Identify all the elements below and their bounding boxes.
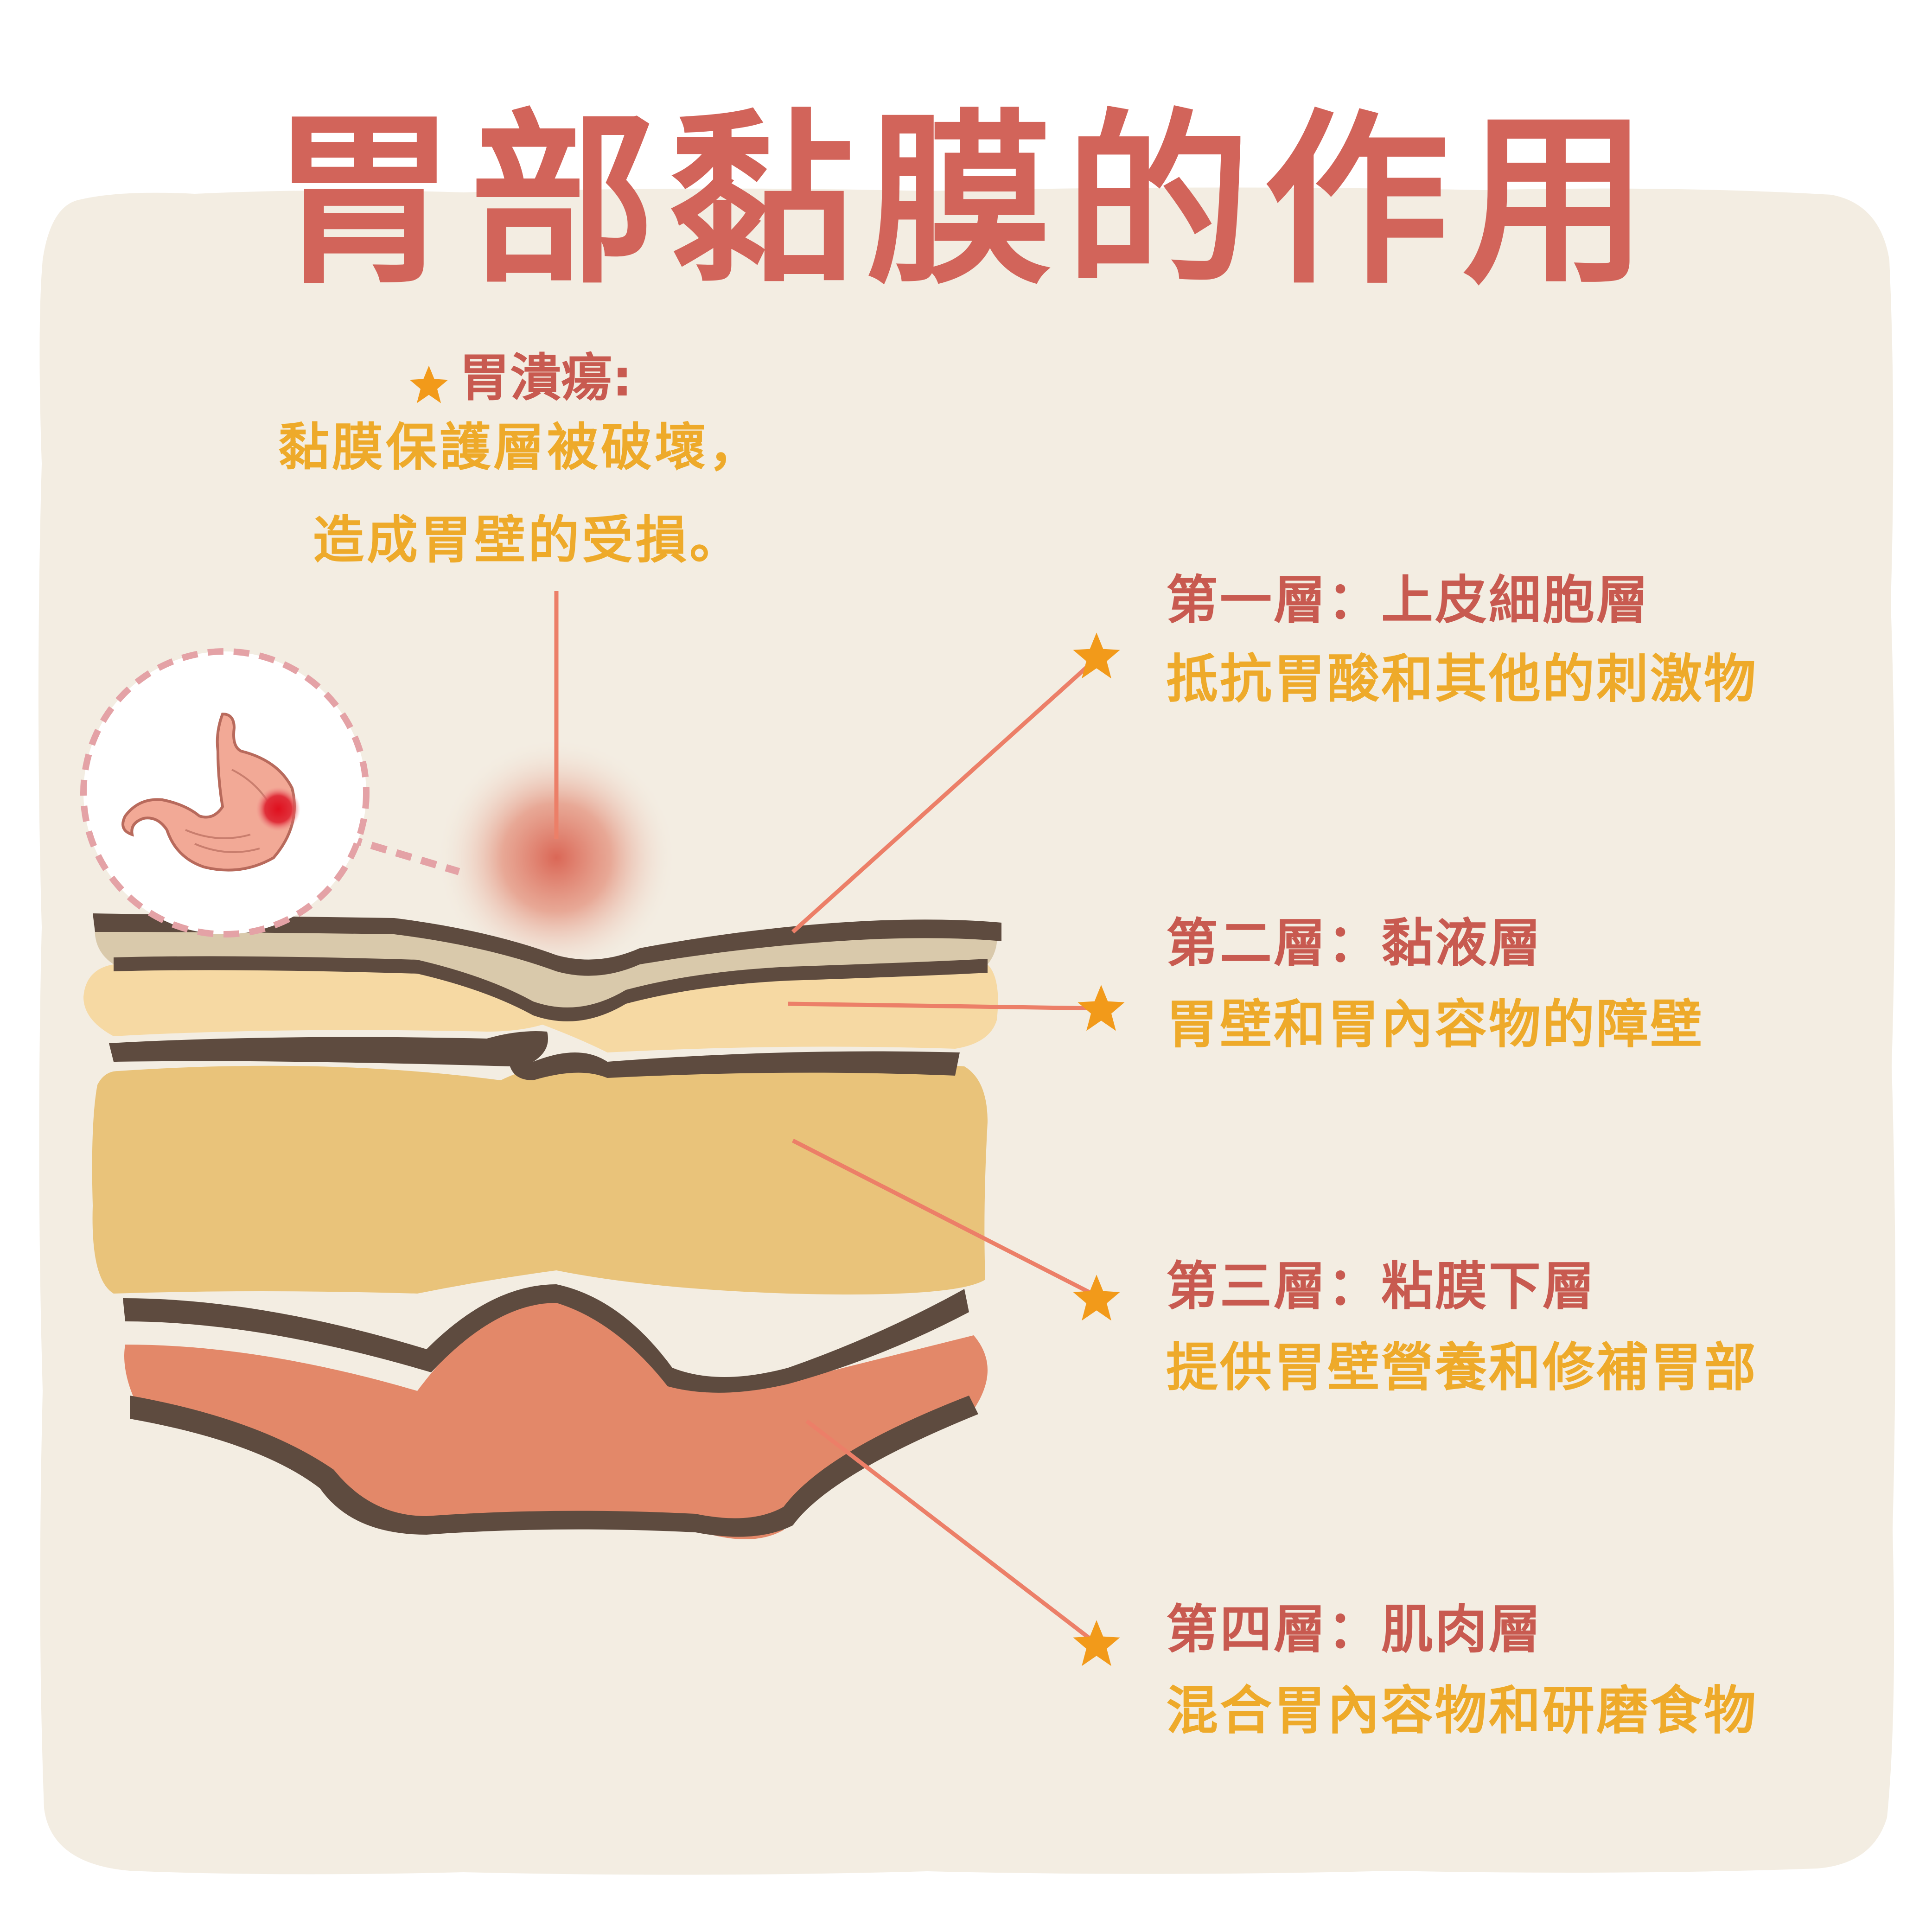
layer-1-title: 第一層：上皮細胞層	[1166, 570, 1650, 631]
page-title: 胃部黏膜的作用	[271, 94, 1661, 309]
ulcer-heading: 胃潰瘍:	[459, 348, 632, 408]
ulcer-spot	[256, 787, 300, 831]
layer-3-description: 提供胃壁營養和修補胃部	[1166, 1338, 1758, 1398]
epithelium-top-outline	[93, 913, 1001, 976]
layer-4-description: 混合胃內容物和研磨食物	[1166, 1681, 1758, 1741]
stomach-magnifier	[80, 648, 460, 937]
layer-3-title: 第三層：粘膜下層	[1166, 1256, 1596, 1317]
mucus-bottom-outline	[109, 1031, 960, 1080]
layer-2-description: 胃壁和胃內容物的障壁	[1166, 995, 1704, 1055]
layer-submucosa	[92, 1062, 988, 1294]
ulcer-description-line-2: 造成胃壁的受損。	[313, 510, 743, 570]
muscle-bottom-outline	[130, 1396, 978, 1537]
layer-epithelium	[95, 925, 997, 1014]
leader-layer-3	[791, 1138, 1120, 1321]
ulcer-glow	[436, 737, 677, 978]
layer-2-title: 第二層：黏液層	[1166, 913, 1543, 974]
layer-mucus	[83, 963, 998, 1052]
epithelium-bottom-outline	[114, 956, 988, 1021]
stomach-icon	[121, 712, 296, 872]
leader-layer-2	[788, 985, 1125, 1031]
layer-1-description: 抵抗胃酸和其他的刺激物	[1166, 649, 1758, 709]
layer-4-title: 第四層：肌肉層	[1166, 1600, 1543, 1660]
ulcer-description-line-1: 黏膜保護層被破壞，	[278, 418, 762, 477]
leader-layer-1	[791, 632, 1120, 934]
leader-layer-4	[805, 1419, 1120, 1666]
